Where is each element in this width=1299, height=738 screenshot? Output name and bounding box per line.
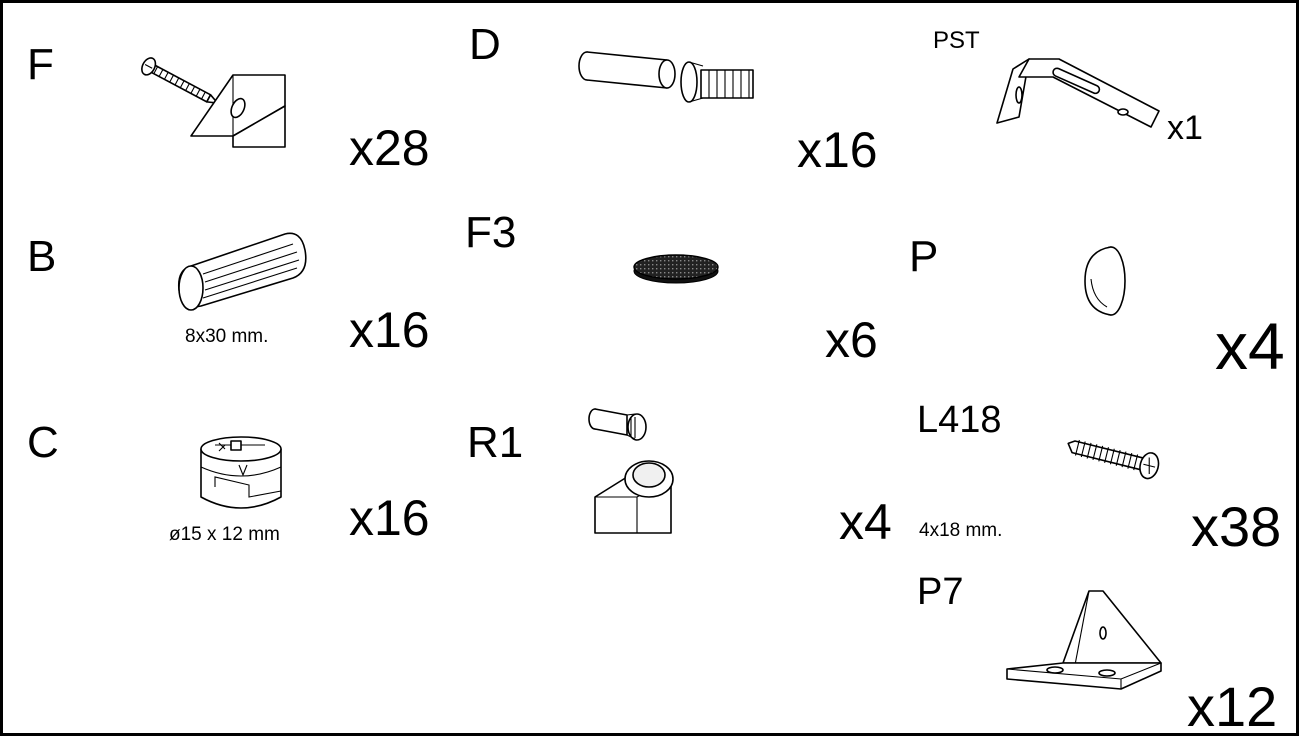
- part-code-d: D: [469, 20, 501, 69]
- part-code-f3: F3: [465, 208, 517, 257]
- dome-bumper-icon: [1084, 246, 1126, 316]
- part-code-c: C: [27, 418, 59, 467]
- triangle-bracket-icon: [1006, 590, 1162, 690]
- part-qty-f3: x6: [825, 312, 878, 368]
- l-bracket-icon: [996, 58, 1160, 128]
- part-note-c: ø15 x 12 mm: [169, 524, 280, 545]
- wood-screw-icon: [1067, 439, 1160, 480]
- part-qty-f: x28: [349, 120, 430, 176]
- screw-with-angle-block-icon: [141, 57, 286, 148]
- part-qty-c: x16: [349, 490, 430, 546]
- part-code-b: B: [27, 232, 57, 281]
- part-note-l418: 4x18 mm.: [919, 520, 1003, 541]
- part-qty-p: x4: [1215, 309, 1285, 383]
- wooden-dowel-icon: [177, 232, 307, 311]
- part-code-pst: PST: [933, 27, 980, 54]
- connector-bolt-icon: [578, 51, 754, 103]
- part-code-p7: P7: [917, 571, 964, 613]
- part-code-p: P: [909, 232, 939, 281]
- part-qty-l418: x38: [1191, 495, 1282, 558]
- part-note-b: 8x30 mm.: [185, 326, 269, 347]
- cam-lock-icon: [200, 436, 282, 509]
- part-code-l418: L418: [917, 399, 1002, 441]
- part-qty-r1: x4: [839, 494, 892, 550]
- part-qty-pst: x1: [1167, 109, 1203, 147]
- part-code-r1: R1: [467, 418, 524, 467]
- part-qty-d: x16: [797, 122, 878, 178]
- part-qty-p7: x12: [1187, 675, 1278, 738]
- felt-pad-icon: [633, 254, 719, 284]
- part-code-f: F: [27, 40, 54, 89]
- shelf-support-pin-icon: [588, 408, 674, 534]
- part-qty-b: x16: [349, 302, 430, 358]
